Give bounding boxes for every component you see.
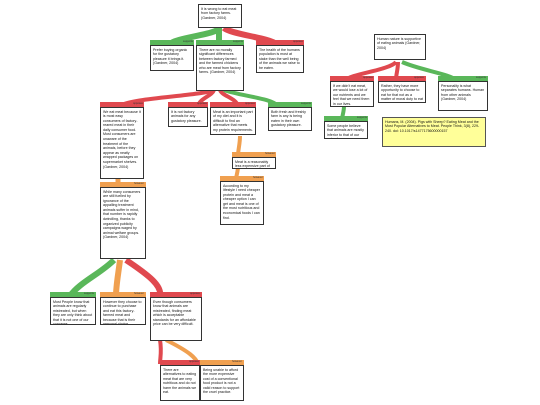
tag-s14: opposes xyxy=(189,360,199,363)
tag-s10: however xyxy=(134,182,144,185)
node-r2e-citation[interactable]: Humans, M. (2004). Pigs with Sheep? Eati… xyxy=(382,117,486,147)
node-s10[interactable]: While many consumers are still fuelled b… xyxy=(100,187,146,259)
tag-s8: however xyxy=(265,152,275,155)
tag-s1: supports xyxy=(183,40,193,43)
node-s15[interactable]: Being unable to afford the more expensiv… xyxy=(200,365,244,401)
node-s14[interactable]: There are alternatives to eating meat th… xyxy=(160,365,200,401)
tag-s13: opposes xyxy=(190,292,200,295)
tag-s11: supports xyxy=(84,292,94,295)
node-s8[interactable]: Meat is a reasonably less expensive part… xyxy=(232,157,276,169)
node-s7[interactable]: Both fresh and freshly farm is any is be… xyxy=(268,107,312,131)
node-s4[interactable]: We eat meat because it is most easy cons… xyxy=(100,107,144,179)
node-s2[interactable]: There are no morally significant differe… xyxy=(196,45,244,91)
node-s1[interactable]: Prefer buying organic for the gustatory … xyxy=(150,45,194,71)
node-r2-claim[interactable]: Human nature is supportive of eating ani… xyxy=(374,34,426,60)
tag-s9: however xyxy=(253,176,263,179)
tag-s3: opposes xyxy=(293,40,303,43)
tag-r2d: supports xyxy=(357,116,367,119)
node-s12[interactable]: However they choose to continue to purch… xyxy=(100,297,146,325)
node-s9[interactable]: According to my lifestyle I need cheaper… xyxy=(220,181,264,225)
node-r2d[interactable]: Some people believe that animals are mos… xyxy=(324,121,368,139)
node-r2a[interactable]: If we didn't eat meat, we would lose a l… xyxy=(330,81,374,107)
tag-s7: supports xyxy=(301,102,311,105)
tag-s12: however xyxy=(134,292,144,295)
node-r2b[interactable]: Rather, they have more opportunity to ch… xyxy=(378,81,426,103)
node-s13[interactable]: Even though consumers know that animals … xyxy=(150,297,202,341)
node-s11[interactable]: Most People know that animals are regula… xyxy=(50,297,96,325)
node-r2c[interactable]: Personality is what separates humans. Hu… xyxy=(438,81,488,111)
tag-r2c: supports xyxy=(476,76,486,79)
tag-s15: however xyxy=(232,360,242,363)
tag-s6: opposes xyxy=(245,102,255,105)
node-s6[interactable]: Meat is an important part of my diet and… xyxy=(210,107,256,135)
node-root-claim[interactable]: It is wrong to eat meat from factory far… xyxy=(198,4,242,28)
tag-r2b: opposes xyxy=(414,76,424,79)
tag-s4: opposes xyxy=(133,102,143,105)
tag-r2a: opposes xyxy=(363,76,373,79)
node-s3[interactable]: The health of the humans population is m… xyxy=(256,45,304,73)
tag-s2: supports xyxy=(233,40,243,43)
node-s5[interactable]: It is not factory animals for any gustat… xyxy=(168,107,208,127)
tag-s5: opposes xyxy=(197,102,207,105)
